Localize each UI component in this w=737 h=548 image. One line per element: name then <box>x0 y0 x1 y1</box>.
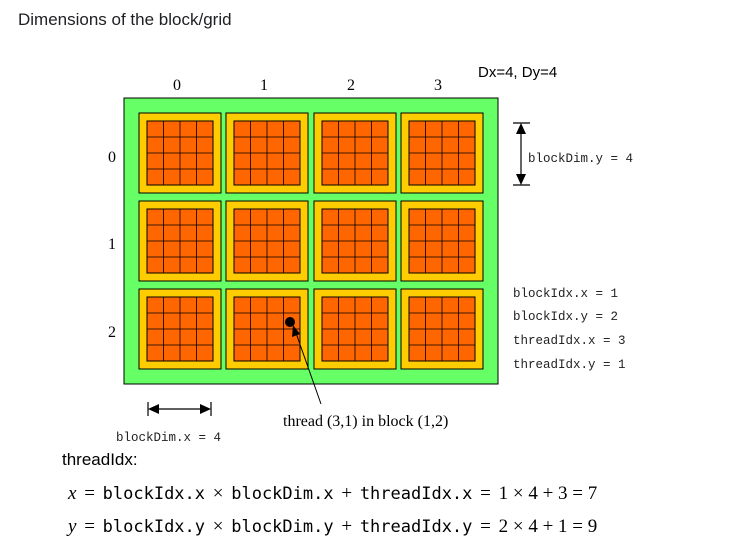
block-idx-y-value: blockIdx.y = 2 <box>513 310 618 324</box>
formula-x-block-dim: blockDim.x <box>231 484 334 504</box>
thread-idx-x-value: threadIdx.x = 3 <box>513 334 626 348</box>
column-label: 3 <box>434 77 442 94</box>
formula-x-result: 1 × 4 + 3 = 7 <box>498 483 598 504</box>
block-dim-x-arrow <box>147 402 212 416</box>
block-grid <box>138 112 484 370</box>
formula-y: y = blockIdx.y × blockDim.y + threadIdx.… <box>68 516 597 538</box>
callout-arrow <box>292 325 322 405</box>
row-label: 1 <box>108 236 116 253</box>
formula-y-plus: + <box>341 516 353 537</box>
formula-y-eq2: = <box>480 516 491 537</box>
formula-x-eq: = <box>84 483 95 504</box>
formula-y-var: y <box>68 516 77 537</box>
formula-x-plus: + <box>341 483 353 504</box>
formula-x-eq2: = <box>480 483 491 504</box>
highlighted-thread-dot <box>285 317 295 327</box>
formula-y-block-idx: blockIdx.y <box>102 517 206 537</box>
formula-heading: threadIdx: <box>62 450 138 469</box>
formula-x-block-idx: blockIdx.x <box>102 484 206 504</box>
example-values: blockIdx.x = 1 blockIdx.y = 2 threadIdx.… <box>513 287 626 372</box>
column-labels: 0 1 2 3 <box>173 77 442 94</box>
formula-y-times: × <box>212 516 224 537</box>
formula-x-times: × <box>212 483 224 504</box>
page-title: Dimensions of the block/grid <box>18 10 232 29</box>
column-label: 2 <box>347 77 355 94</box>
formula-y-block-dim: blockDim.y <box>231 517 334 537</box>
thread-callout-label: thread (3,1) in block (1,2) <box>283 413 448 430</box>
row-label: 2 <box>108 324 116 341</box>
formula-x-thread-idx: threadIdx.x <box>359 484 473 504</box>
formula-y-result: 2 × 4 + 1 = 9 <box>498 516 598 537</box>
column-label: 1 <box>260 77 268 94</box>
block-dim-x-label: blockDim.x = 4 <box>116 431 221 445</box>
formula-x-var: x <box>68 483 77 504</box>
formula-x: x = blockIdx.x × blockDim.x + threadIdx.… <box>68 483 597 505</box>
block-dim-y-label: blockDim.y = 4 <box>528 152 633 166</box>
row-labels: 0 1 2 <box>108 149 116 341</box>
column-label: 0 <box>173 77 181 94</box>
formula-y-eq: = <box>84 516 95 537</box>
formula-y-thread-idx: threadIdx.y <box>359 517 473 537</box>
block-dim-y-arrow <box>513 122 530 186</box>
thread-idx-y-value: threadIdx.y = 1 <box>513 358 626 372</box>
grid-dimensions-label: Dx=4, Dy=4 <box>478 64 557 81</box>
row-label: 0 <box>108 149 116 166</box>
block-idx-x-value: blockIdx.x = 1 <box>513 287 618 301</box>
